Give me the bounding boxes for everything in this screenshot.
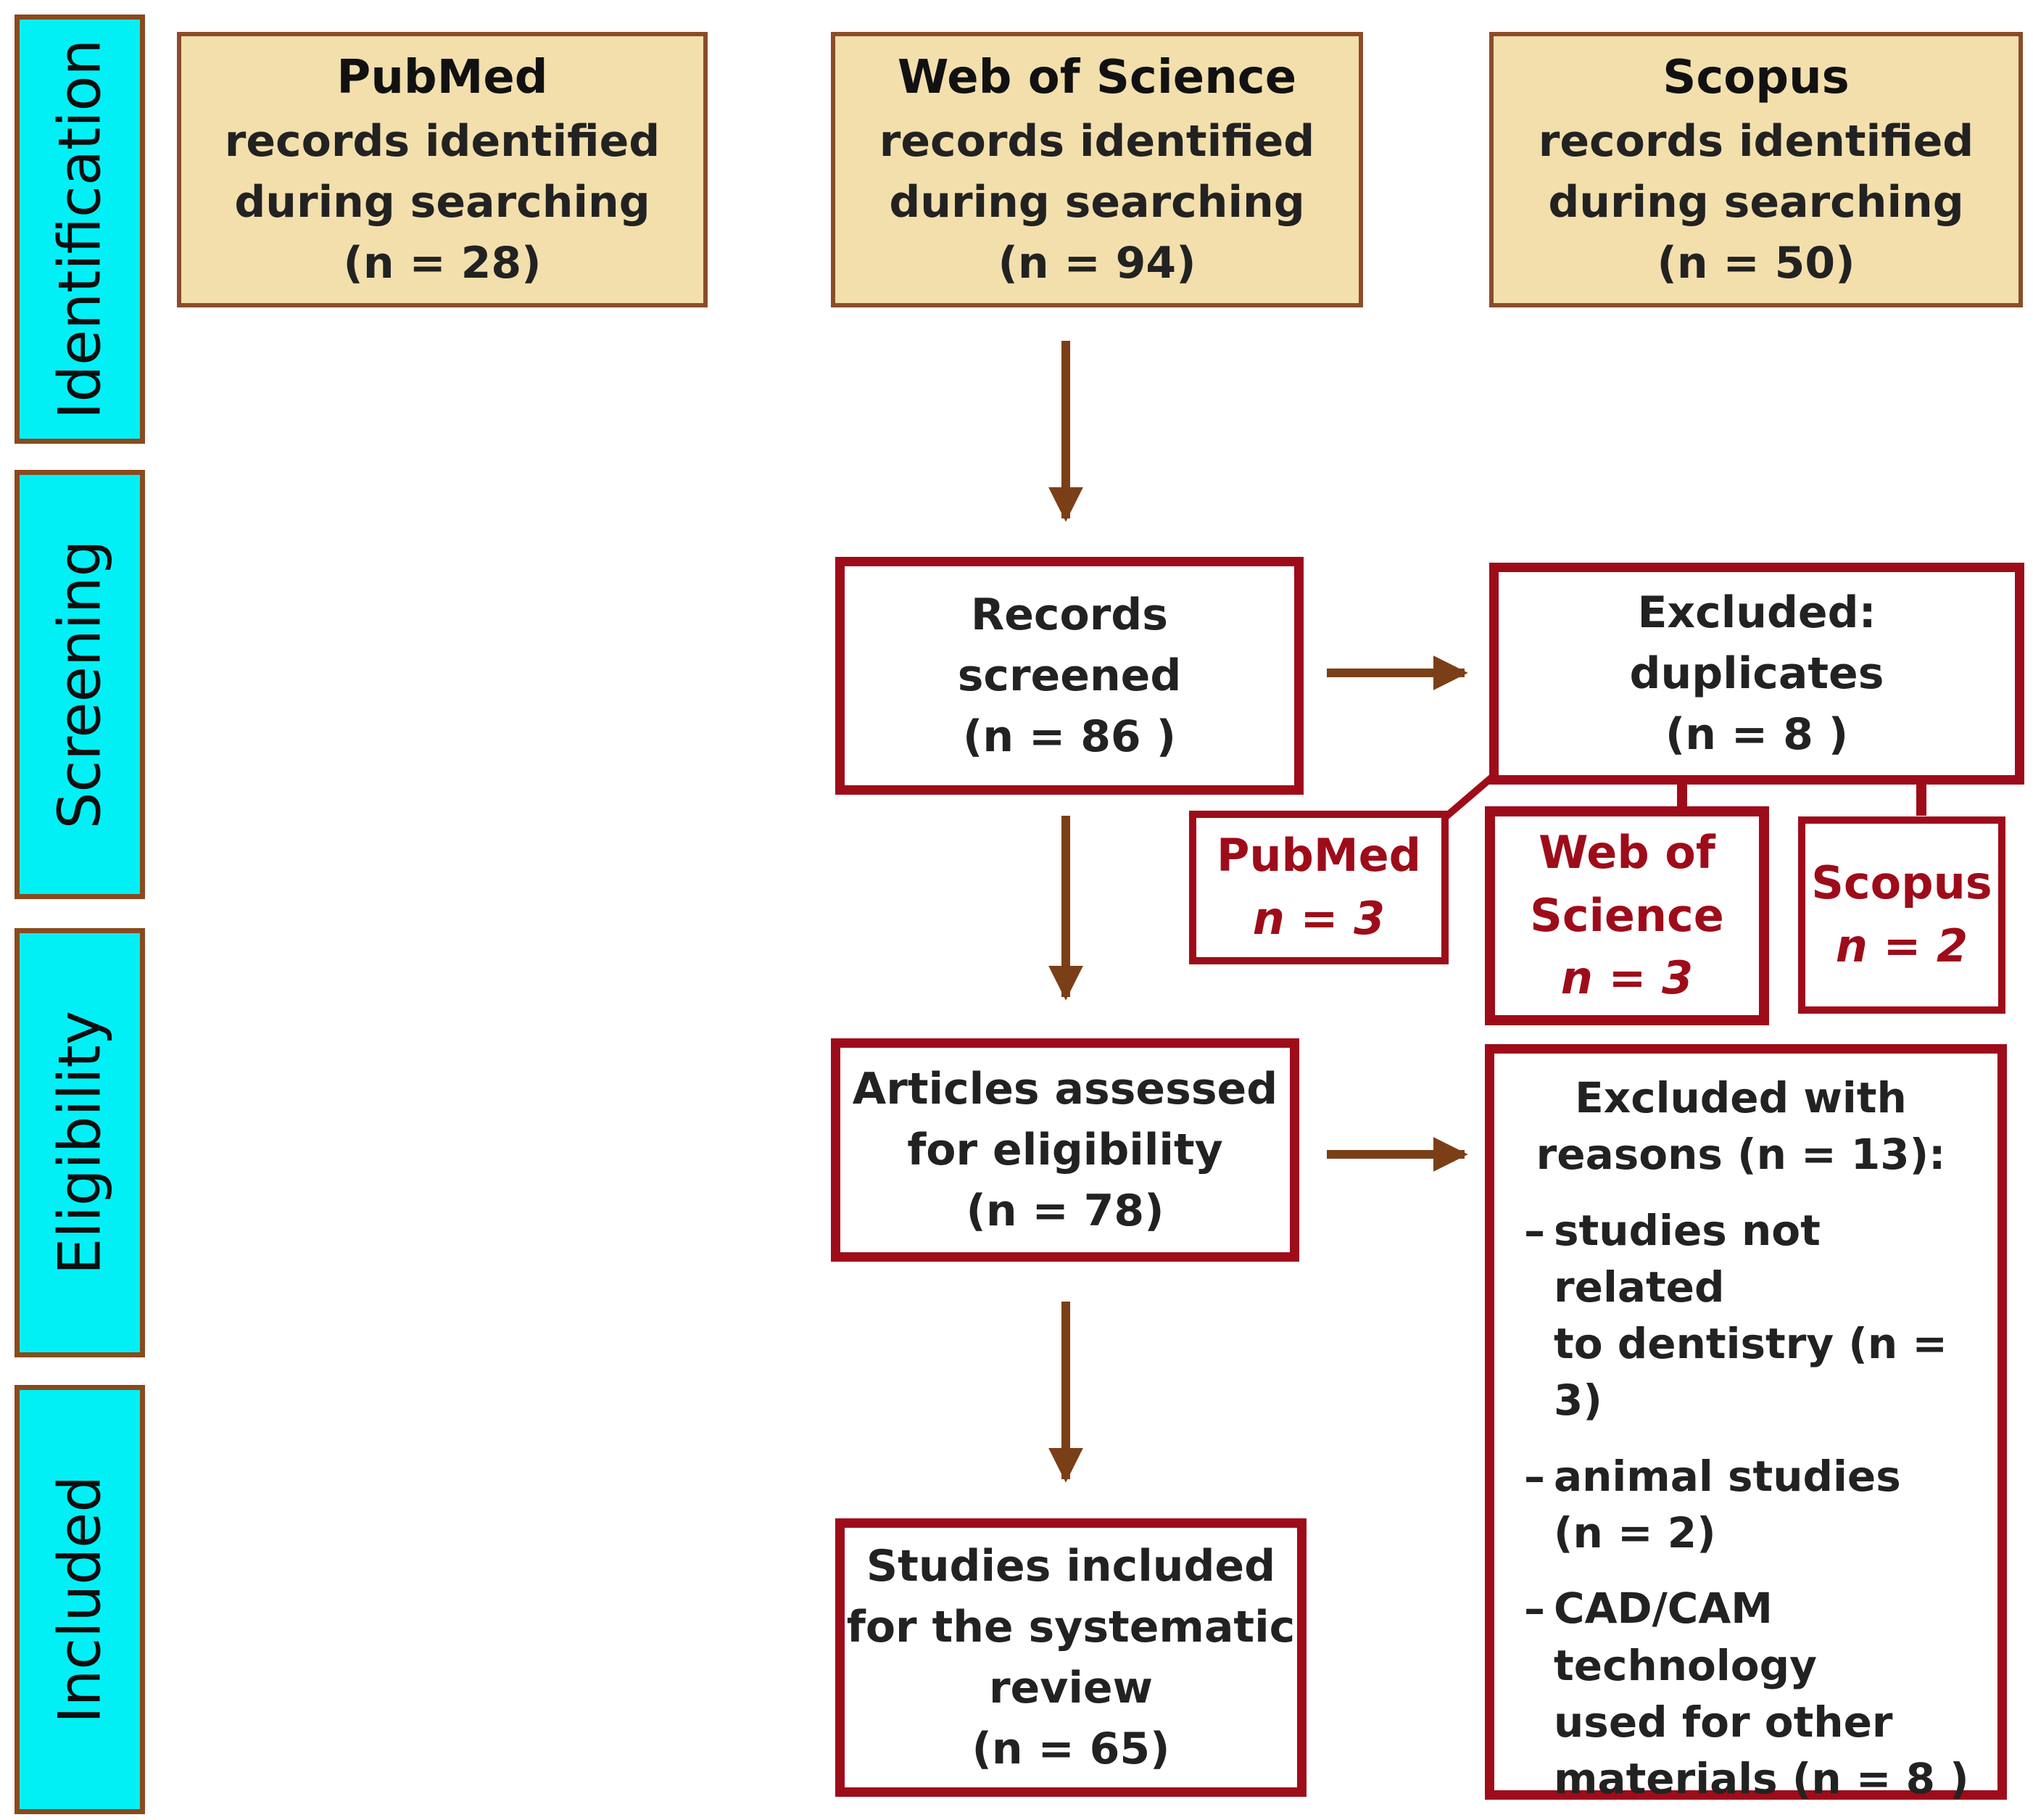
source-wos-line1: records identified [879, 115, 1315, 167]
reason-text: CAD/CAM technology used for other materi… [1554, 1580, 1980, 1807]
source-wos-line2: during searching [889, 176, 1305, 228]
included-count: (n = 65) [972, 1724, 1170, 1774]
included-line2: for the systematic [846, 1602, 1296, 1653]
source-scopus-title: Scopus [1663, 51, 1850, 105]
duplicates-wos-count: n = 3 [1560, 951, 1694, 1005]
reason-line: studies not related [1554, 1205, 1821, 1312]
excluded-reasons-title2: reasons (n = 13): [1536, 1130, 1946, 1180]
source-scopus-box: Scopus records identified during searchi… [1489, 32, 2023, 307]
reason-line: CAD/CAM [1554, 1584, 1773, 1634]
reason-item: – CAD/CAM technology used for other mate… [1502, 1580, 1980, 1807]
records-screened-count: (n = 86 ) [963, 711, 1176, 762]
records-screened-line2: screened [957, 650, 1182, 701]
source-scopus-line1: records identified [1538, 115, 1974, 167]
eligibility-line2: for eligibility [907, 1125, 1223, 1175]
source-pubmed-line2: during searching [234, 176, 650, 228]
records-screened-box: Records screened (n = 86 ) [835, 557, 1304, 795]
duplicates-wos-box: Web of Science n = 3 [1485, 806, 1769, 1025]
source-pubmed-count: (n = 28) [343, 237, 542, 289]
duplicates-pubmed-box: PubMed n = 3 [1189, 811, 1449, 964]
excluded-duplicates-line1: Excluded: [1637, 587, 1876, 638]
source-wos-count: (n = 94) [998, 237, 1196, 289]
source-pubmed-line1: records identified [224, 115, 661, 167]
reason-line: materials (n = 8 ) [1554, 1754, 1969, 1804]
included-line3: review [988, 1663, 1154, 1713]
source-wos-title: Web of Science [897, 51, 1297, 105]
reason-dash: – [1524, 1584, 1545, 1634]
source-scopus-count: (n = 50) [1657, 237, 1855, 289]
phase-eligibility: Eligibility [15, 928, 145, 1357]
excluded-reasons-box: Excluded with reasons (n = 13): – studie… [1485, 1044, 2007, 1803]
duplicates-wos-label1: Web of [1539, 825, 1715, 879]
phase-screening: Screening [15, 470, 145, 899]
reason-text: studies not related to dentistry (n = 3) [1554, 1202, 1980, 1429]
source-pubmed-box: PubMed records identified during searchi… [177, 32, 708, 307]
eligibility-box: Articles assessed for eligibility (n = 7… [831, 1038, 1299, 1262]
duplicates-pubmed-label: PubMed [1216, 829, 1422, 882]
included-line1: Studies included [866, 1541, 1276, 1592]
phase-identification: Identification [15, 15, 145, 444]
duplicates-pubmed-count: n = 3 [1252, 892, 1386, 945]
duplicates-scopus-count: n = 2 [1835, 919, 1968, 972]
excluded-duplicates-box: Excluded: duplicates (n = 8 ) [1489, 563, 2024, 785]
source-wos-box: Web of Science records identified during… [831, 32, 1363, 307]
eligibility-count: (n = 78) [966, 1186, 1164, 1236]
excluded-reasons-title1: Excluded with [1575, 1073, 1907, 1122]
included-box: Studies included for the systematic revi… [835, 1518, 1307, 1797]
reason-line: to dentistry (n = 3) [1554, 1319, 1947, 1426]
duplicates-scopus-label: Scopus [1811, 856, 1992, 910]
reason-line: animal studies [1554, 1451, 1901, 1501]
excluded-reasons-title: Excluded with reasons (n = 13): [1502, 1070, 1980, 1183]
eligibility-line1: Articles assessed [852, 1064, 1278, 1114]
source-scopus-line2: during searching [1548, 176, 1964, 228]
records-screened-line1: Records [971, 590, 1168, 640]
phase-included: Included [15, 1385, 145, 1814]
reason-line: used for other [1554, 1697, 1893, 1747]
reason-item: – studies not related to dentistry (n = … [1502, 1202, 1980, 1429]
reason-line: technology [1554, 1640, 1817, 1690]
reason-item: – animal studies (n = 2) [1502, 1448, 1980, 1562]
source-pubmed-title: PubMed [336, 51, 548, 105]
duplicates-wos-label2: Science [1530, 888, 1724, 942]
duplicates-link-pubmed [1440, 773, 1496, 822]
excluded-duplicates-count: (n = 8 ) [1665, 709, 1849, 760]
reason-line: (n = 2) [1554, 1508, 1716, 1558]
duplicates-scopus-box: Scopus n = 2 [1798, 816, 2005, 1014]
reason-text: animal studies (n = 2) [1554, 1448, 1980, 1562]
reason-dash: – [1524, 1451, 1545, 1501]
excluded-duplicates-line2: duplicates [1629, 648, 1884, 699]
reason-dash: – [1524, 1205, 1545, 1255]
